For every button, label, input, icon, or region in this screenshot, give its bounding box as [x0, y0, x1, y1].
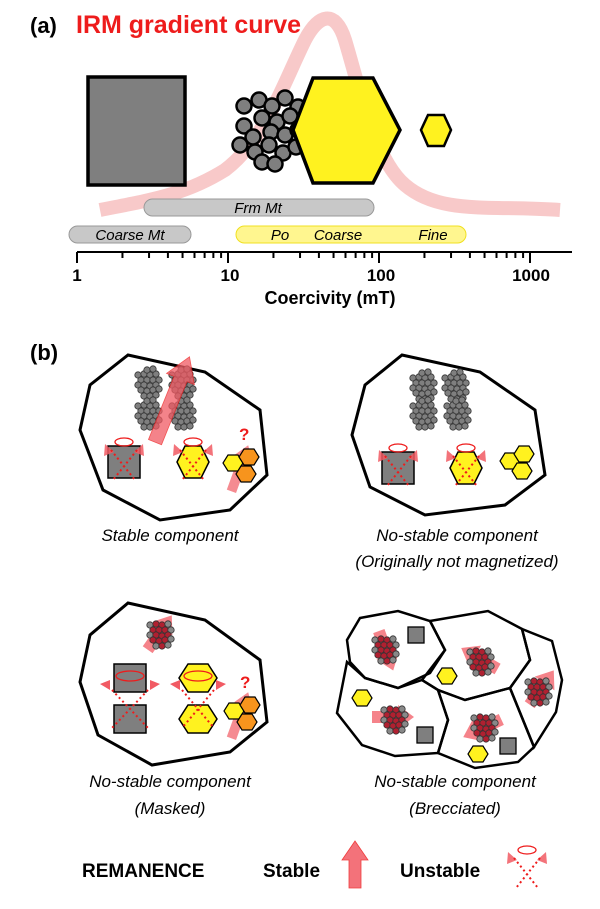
breccia-clasts [335, 609, 564, 770]
remagnetized-cluster [142, 615, 175, 654]
tick-label-100: 100 [367, 266, 395, 285]
irm-gradient-curve [98, 11, 561, 217]
remagnetized-clast-1 [371, 629, 400, 671]
legend-stable-label: Stable [263, 861, 320, 882]
fine-magnetite-clusters [409, 368, 472, 431]
coarse-magnetite [381, 451, 415, 485]
range-coarse-mt: Coarse Mt [68, 225, 192, 244]
fine-pyrrhotite-uncertain: ? [222, 425, 260, 493]
remagnetized-clast-2 [461, 645, 501, 677]
coarse-magnetite-top [113, 663, 147, 693]
pyrrhotite-grain [436, 667, 458, 685]
irm-curve-title: IRM gradient curve [76, 11, 301, 39]
magnetite-grain [416, 726, 434, 744]
magnetite-particle [276, 89, 294, 107]
pyrrhotite-grain [467, 745, 489, 763]
question-mark: ? [239, 425, 249, 444]
coarse-magnetite [107, 445, 141, 479]
tick-label-10: 10 [221, 266, 240, 285]
magnetite-grain [499, 737, 517, 755]
magnetite-particle [235, 117, 253, 135]
rock-outline [78, 353, 269, 522]
case-subcaption: (Masked) [135, 799, 206, 818]
tick-label-1000: 1000 [512, 266, 550, 285]
coarse-pyrrhotite-grain [291, 76, 402, 185]
fine-pyrrhotite-uncertain: ? [223, 673, 261, 740]
coarse-magnetite-grain [86, 75, 187, 187]
range-frm-mt: Frm Mt [143, 198, 375, 217]
unstable-arrow-icon [506, 845, 548, 889]
remagnetized-clast-5 [463, 713, 504, 743]
case-caption: Stable component [101, 526, 239, 545]
coarse-pyrrhotite-top [178, 663, 218, 693]
question-mark: ? [240, 673, 250, 692]
remanence-legend: REMANENCE Stable Unstable [82, 840, 548, 889]
coercivity-axis [76, 251, 572, 263]
panel-b-label: (b) [30, 340, 58, 365]
magnetite-particle [266, 155, 284, 173]
range-label-po-coarse: Coarse [314, 227, 362, 244]
coarse-pyrrhotite [176, 445, 210, 479]
case-caption: No-stable component [374, 772, 537, 791]
legend-unstable-label: Unstable [400, 861, 480, 882]
fine-pyrrhotite-grain [419, 113, 453, 148]
magnetite-particle [231, 136, 249, 154]
masked-unstable-icon [170, 670, 226, 729]
remagnetized-clast-4 [372, 705, 414, 735]
case-subcaption: (Brecciated) [409, 799, 501, 818]
fine-pyrrhotite [499, 445, 535, 480]
coarse-pyrrhotite-bottom [178, 704, 218, 734]
case-stable-component: ? Stable component [78, 353, 269, 545]
case-brecciated: No-stable component (Brecciated) [335, 609, 564, 818]
rock-outline [78, 601, 269, 767]
range-label-coarse-mt: Coarse Mt [95, 227, 165, 244]
case-subcaption: (Originally not magnetized) [355, 552, 558, 571]
range-label-frm-mt: Frm Mt [234, 200, 282, 217]
rock-outline [350, 353, 547, 517]
tick-label-1: 1 [72, 266, 81, 285]
magnetite-particle [235, 97, 253, 115]
magnetite-particle [253, 109, 271, 127]
case-masked: ? No-stable component (Masked) [78, 601, 269, 818]
range-label-po: Po [271, 227, 289, 244]
range-pyrrhotite: Po Coarse Fine [235, 225, 467, 244]
case-caption: No-stable component [376, 526, 539, 545]
range-label-po-fine: Fine [418, 227, 447, 244]
panel-a-label: (a) [30, 13, 57, 38]
masked-unstable-icon [100, 670, 160, 729]
magnetite-particle [260, 136, 278, 154]
magnetite-particle [263, 97, 281, 115]
legend-title: REMANENCE [82, 861, 204, 882]
stable-remanence-arrow [148, 356, 195, 446]
coarse-pyrrhotite [449, 451, 483, 485]
stable-arrow-icon [341, 840, 369, 889]
case-originally-not-magnetized: No-stable component (Originally not magn… [350, 353, 559, 571]
axis-label: Coercivity (mT) [264, 288, 395, 308]
case-caption: No-stable component [89, 772, 252, 791]
magnetite-grain [407, 626, 425, 644]
pyrrhotite-grain [351, 689, 373, 707]
remagnetized-clast-3 [524, 670, 555, 709]
